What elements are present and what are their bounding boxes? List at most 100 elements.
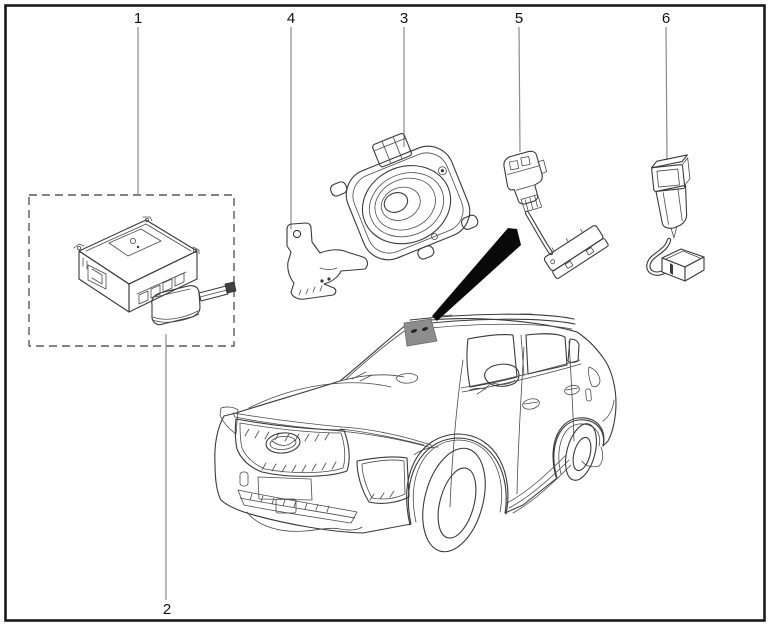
car-apillar-inner — [345, 326, 411, 380]
car-door-seams — [449, 340, 575, 508]
bracket-hole-small-a — [320, 279, 324, 283]
car-wipers — [351, 371, 418, 384]
part-4-bracket-icon — [286, 222, 368, 300]
speaker-surround-2 — [369, 172, 445, 238]
speaker-screw-dot — [440, 169, 445, 173]
module5-detail-a — [564, 260, 574, 269]
callout-5-label: 5 — [515, 10, 523, 27]
plug5-latch — [507, 159, 548, 191]
car-grille-hatch-top — [244, 428, 330, 442]
speaker-tab-b — [461, 214, 479, 230]
cable5-inner — [525, 211, 553, 255]
car-roof-rails — [409, 313, 576, 326]
front-tire — [422, 447, 486, 553]
part-5-harness-icon — [503, 150, 609, 280]
car-bumper-hatch — [249, 493, 330, 513]
car-foglight-recess — [356, 456, 410, 504]
rear-tire — [564, 423, 598, 481]
module5-hole — [550, 259, 556, 265]
module-connector-teeth — [138, 272, 185, 305]
part-1-control-module-icon — [73, 216, 200, 313]
speaker-screw-hole-a — [438, 166, 447, 176]
car-plate-recess — [257, 476, 313, 501]
plug6-upper-box — [651, 164, 686, 192]
speaker-terminal-block — [372, 132, 412, 168]
antenna-module-body — [151, 285, 201, 326]
bracket-hatch — [298, 285, 323, 296]
front-arch-outer — [406, 433, 509, 526]
antenna-rod-tip — [224, 281, 237, 294]
front-arch-inner — [412, 439, 503, 523]
terminal-body — [372, 132, 412, 168]
speaker-frame-inner — [352, 152, 464, 254]
car-side-mirror — [484, 363, 520, 387]
part-6-connector-icon — [646, 154, 705, 282]
car-headlight-left — [219, 406, 239, 435]
module-side-ribs — [82, 257, 88, 270]
car-quarter-window — [567, 338, 580, 364]
speaker-cone-outer — [374, 177, 436, 231]
windshield-unit-slit-a — [410, 329, 418, 333]
pointer-arrow — [432, 228, 521, 321]
plug5-group — [503, 150, 548, 213]
module-left-face — [78, 250, 130, 313]
car-front-door-handle — [522, 398, 540, 410]
plug6-window — [656, 168, 680, 188]
socket6-slot — [670, 263, 673, 275]
car-rear-wheel — [552, 417, 605, 481]
windshield-unit-slit-b — [421, 327, 429, 331]
front-fender-line — [413, 446, 439, 456]
antenna-module-thickness — [152, 310, 200, 323]
car-grille-inner — [239, 422, 346, 474]
car-foglight-inner — [361, 459, 406, 501]
socket6-rim — [665, 250, 701, 260]
car-bumper-slot-left — [239, 471, 249, 487]
windshield-unit-body — [403, 318, 438, 347]
front-rim — [437, 467, 477, 539]
car-rear-handle-line — [565, 387, 579, 391]
car-beltline — [460, 359, 582, 393]
rear-arch-outer — [552, 417, 605, 478]
plug6-top-face — [650, 154, 688, 169]
antenna-rod-line — [199, 289, 228, 298]
callout-2-label: 2 — [163, 601, 171, 618]
module-plate-dot — [136, 245, 140, 249]
rear-arch-inner — [558, 423, 601, 475]
car-headlight-right — [232, 412, 433, 449]
module-plate-hole — [129, 237, 136, 244]
car-front-wheel — [406, 433, 509, 553]
module-tab-hole-c — [192, 248, 197, 253]
bracket-hole — [292, 229, 302, 239]
socket6-group — [661, 248, 705, 282]
leader-line-5 — [518, 26, 521, 153]
terminal-dividers — [373, 137, 406, 163]
car-bpillar — [512, 334, 525, 378]
plug5-pin-window-a — [508, 160, 520, 171]
car-rear-reflector — [585, 388, 592, 402]
speaker-dust-cap — [383, 192, 409, 213]
car-hood-crease — [248, 382, 392, 409]
suv-vehicle-drawing — [214, 313, 617, 553]
speaker-surround-1 — [361, 165, 452, 245]
car-logo-oval — [265, 432, 301, 454]
speaker-rotated-group — [329, 132, 479, 261]
module5-group — [543, 225, 609, 280]
leader-lines — [137, 26, 668, 600]
windshield-unit-highlight — [403, 318, 438, 347]
plug5-crimp — [520, 194, 543, 213]
car-body-outline — [214, 318, 617, 534]
part-3-speaker-icon — [329, 132, 479, 261]
car-logo-inner — [269, 435, 297, 451]
car-bumper-slats — [237, 489, 358, 524]
rear-rim — [572, 436, 592, 472]
module5-front — [552, 238, 609, 280]
plug6-side-face — [681, 157, 691, 186]
speaker-screw-hole-b — [431, 233, 438, 240]
module-right-face — [128, 250, 198, 313]
car-mirror-stem — [469, 379, 516, 395]
callout-labels: 1 4 3 5 6 2 — [134, 10, 670, 618]
plug5-body — [503, 150, 543, 205]
figure-border — [4, 4, 766, 622]
speaker-cone-inner — [380, 186, 421, 221]
